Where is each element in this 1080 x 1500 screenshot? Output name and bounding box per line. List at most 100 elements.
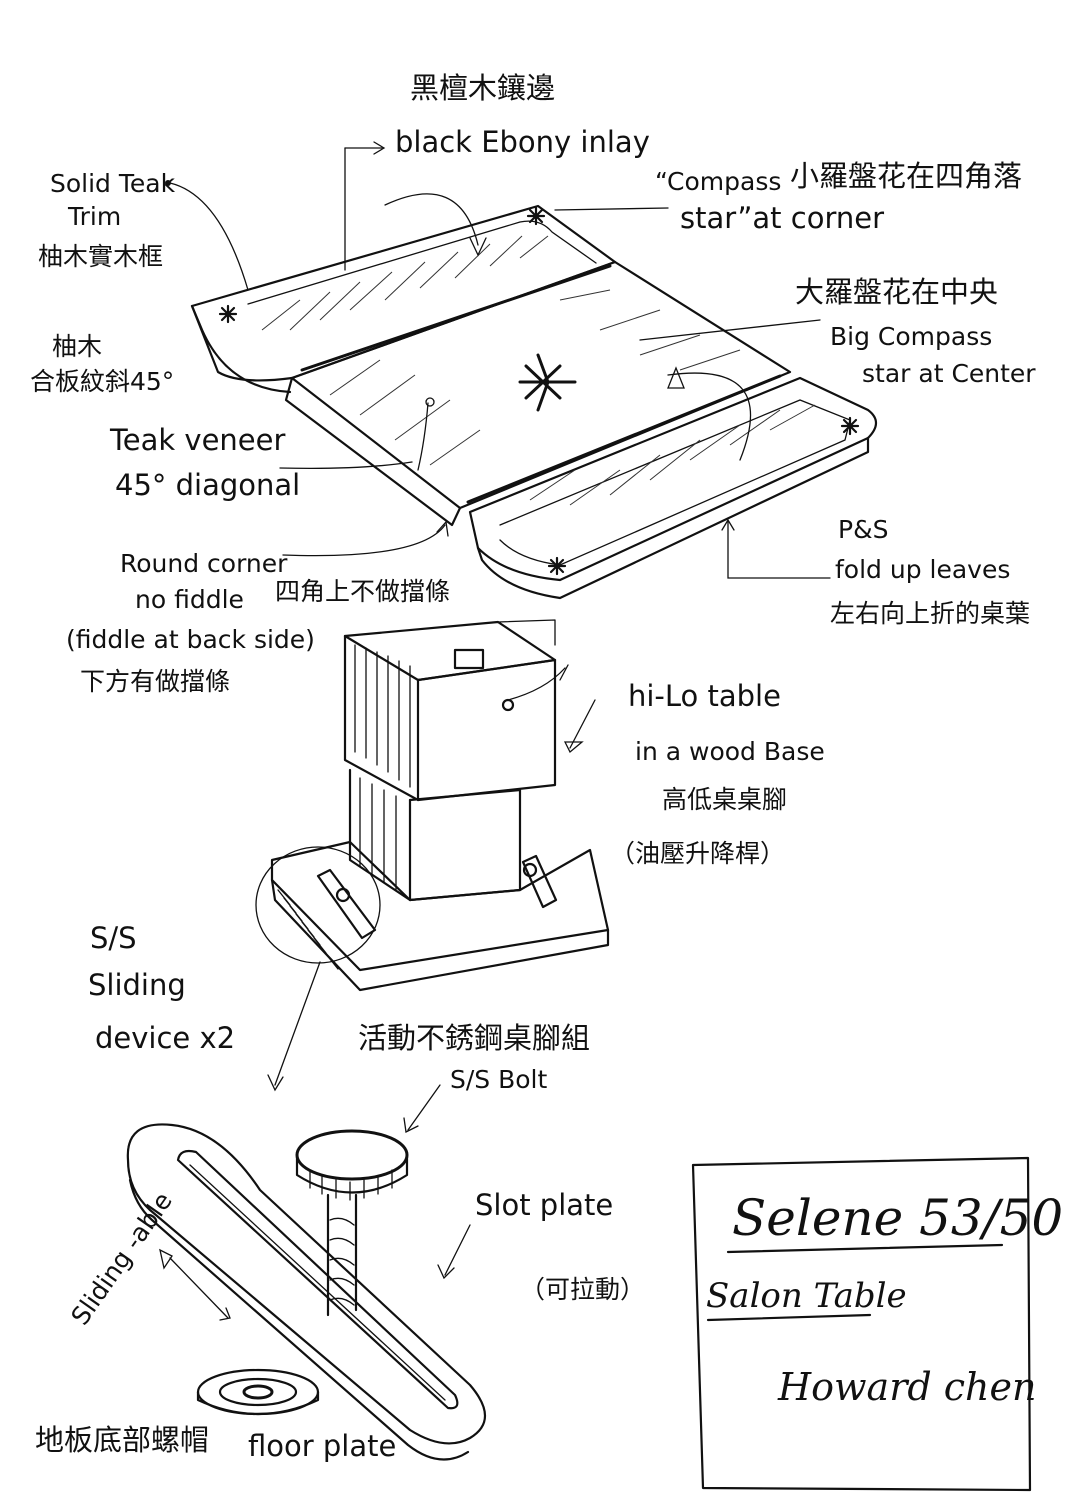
label-sliding-2: Sliding [88, 968, 186, 1002]
title-block-frame [691, 1156, 1032, 1492]
slot-plate-outline [126, 1123, 486, 1445]
label-ebony-en: black Ebony inlay [395, 125, 650, 159]
annotations: 黑檀木鑲邊 black Ebony inlay Solid Teak Trim … [30, 71, 1063, 1463]
leader-center-star [639, 319, 821, 341]
detail-leader [274, 961, 321, 1086]
fold-arrow-left [384, 193, 479, 246]
label-veneer-cn-2: 合板紋斜45° [30, 367, 174, 396]
base-control-box [453, 648, 485, 670]
leader-round-corner [282, 524, 446, 557]
leader-leaves [727, 521, 831, 579]
right-leaf-edge [476, 436, 870, 600]
leader-slot-plate [444, 1224, 471, 1276]
veneer-hatching [261, 235, 816, 506]
fold-arrowhead-right [667, 366, 685, 389]
plinth-outline [270, 840, 610, 972]
leader-lines-top [165, 141, 831, 579]
title-underline-2 [706, 1313, 872, 1322]
column-left [348, 768, 412, 902]
plinth-slot-left [316, 868, 377, 940]
label-ebony-cn: 黑檀木鑲邊 [410, 71, 555, 105]
plinth-hatch [277, 889, 339, 970]
fold-arrowhead-left [469, 237, 487, 257]
right-leaf-outline [468, 376, 878, 582]
label-sliding-3: device x2 [95, 1021, 235, 1055]
label-floor-cn: 地板底部螺帽 [35, 1423, 209, 1457]
label-corner-en-1: Round corner [120, 549, 288, 578]
leader-veneer [417, 402, 429, 471]
leader-hilo [569, 699, 596, 749]
bolt-head-side [295, 1153, 409, 1194]
label-veneer-cn-1: 柚木 [52, 332, 102, 361]
label-hilo-cn-2: （油壓升降桿） [610, 839, 785, 868]
sliding-device [126, 1084, 486, 1461]
table-top [190, 193, 878, 600]
title-model: Selene 53/50 [732, 1189, 1063, 1247]
left-leaf-inner-trim [247, 220, 597, 305]
title-name: Salon Table [706, 1276, 907, 1316]
label-corner-en-2: no fiddle [135, 585, 244, 614]
label-hilo-en-2: in a wood Base [635, 737, 825, 766]
compass-star-center [518, 353, 577, 412]
label-fiddle-en: (fiddle at back side) [66, 625, 315, 654]
label-teak-trim-en-2: Trim [67, 202, 121, 231]
label-compass-corner-en-2: star”at corner [680, 201, 884, 235]
label-slot-cn: （可拉動） [520, 1275, 645, 1304]
compass-star-corner-left [218, 304, 238, 324]
label-teak-trim-en-1: Solid Teak [50, 169, 176, 198]
slot-plate-edge [128, 1178, 470, 1461]
leader-teak-trim [169, 182, 249, 291]
fold-arrow-right [667, 372, 752, 461]
detail-callout-circle [255, 846, 381, 964]
compass-star-corner-right [840, 416, 860, 436]
label-veneer-en-1: Teak veneer [109, 423, 285, 457]
slot-opening [176, 1149, 459, 1410]
floor-plate-mid [218, 1377, 298, 1407]
label-hilo-cn-1: 高低桌桌腳 [662, 785, 787, 814]
base-left-face [343, 634, 420, 802]
compass-star-corner-top [526, 206, 546, 226]
label-leaves-en-2: fold up leaves [835, 555, 1010, 584]
label-slot-plate: Slot plate [475, 1188, 613, 1222]
label-bolt: S/S Bolt [450, 1065, 548, 1094]
label-sliding-able: Sliding -able [65, 1187, 178, 1330]
left-leaf-edge [190, 304, 292, 394]
sliding-arrow [169, 1257, 229, 1319]
label-corner-cn: 四角上不做擋條 [275, 577, 450, 606]
ebony-inlay-back [300, 264, 612, 372]
base-knob [501, 698, 515, 712]
bolt-head-top [295, 1129, 409, 1181]
title-designer: Howard chen [777, 1365, 1037, 1409]
ebony-inlay-front [466, 374, 782, 504]
label-floor-en: floor plate [248, 1429, 396, 1463]
title-block [691, 1156, 1032, 1492]
label-teak-trim-cn: 柚木實木框 [38, 242, 163, 271]
leader-corner-star [554, 207, 669, 211]
label-compass-center-cn: 大羅盤花在中央 [795, 275, 998, 309]
compass-star-corner-front [547, 556, 567, 576]
label-compass-center-en-2: star at Center [862, 359, 1036, 388]
plinth-slot-right [521, 854, 558, 909]
plinth-edge [270, 878, 610, 992]
label-leaves-cn: 左右向上折的桌葉 [830, 599, 1030, 628]
leader-veneer-text [279, 461, 413, 470]
label-compass-corner-en-1: “Compass [655, 167, 781, 196]
hilo-base [255, 619, 610, 1092]
column-front [408, 788, 522, 902]
title-underline-1 [726, 1243, 1004, 1254]
label-compass-corner-cn: 小羅盤花在四角落 [790, 159, 1022, 193]
base-front-face [416, 658, 557, 802]
label-sliding-cn: 活動不銹鋼桌腳組 [358, 1021, 590, 1055]
label-fiddle-cn: 下方有做擋條 [80, 667, 230, 696]
base-left-hatch [354, 644, 411, 788]
label-sliding-1: S/S [90, 921, 137, 955]
leader-bolt [407, 1084, 441, 1131]
right-leaf-inner-trim [499, 399, 851, 566]
floor-plate-center [242, 1384, 274, 1400]
bolt-shaft [326, 1193, 358, 1317]
label-hilo-en-1: hi-Lo table [628, 679, 781, 713]
label-leaves-en-1: P&S [838, 515, 888, 544]
label-compass-center-en-1: Big Compass [830, 322, 992, 351]
